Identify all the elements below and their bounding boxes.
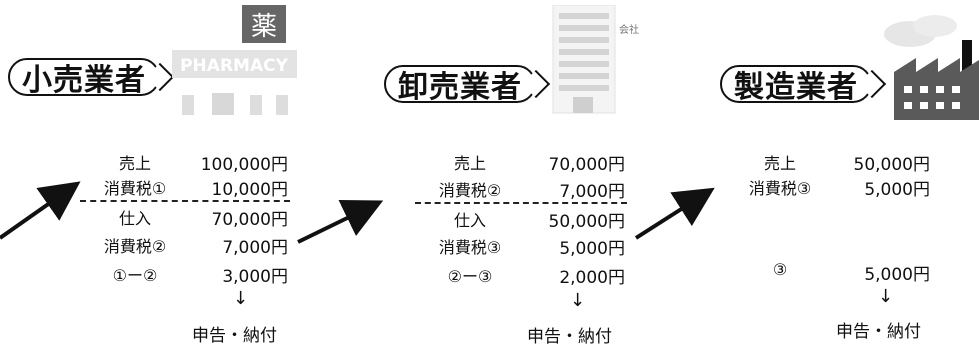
factory-illustration bbox=[880, 10, 979, 122]
wholesale-row-value-3: 5,000円 bbox=[559, 239, 625, 259]
wholesale-row-label-4: ②ー③ bbox=[447, 267, 493, 286]
wholesale-row-label-3: 消費税③ bbox=[438, 238, 502, 257]
mfr-down-arrow: ↓ bbox=[878, 286, 894, 307]
wholesale-divider bbox=[415, 202, 627, 204]
arrow-retailer-to-wholesaler bbox=[297, 200, 384, 244]
pharmacy-illustration: 薬 PHARMACY bbox=[172, 5, 297, 120]
retailer-title: 小売業者 bbox=[8, 58, 160, 98]
arrow-to-retailer bbox=[0, 181, 81, 240]
mfr-row-value-2: 5,000円 bbox=[864, 265, 930, 285]
retail-row-label-0: 売上 bbox=[118, 154, 151, 173]
mfr-row-value-0: 50,000円 bbox=[853, 155, 930, 175]
retail-divider bbox=[80, 200, 290, 202]
company-sign: 会社 bbox=[619, 23, 639, 36]
wholesale-row-value-0: 70,000円 bbox=[548, 155, 625, 175]
wholesale-row-value-4: 2,000円 bbox=[559, 268, 625, 288]
pharmacy-sign: 薬 bbox=[251, 12, 277, 42]
retail-row-value-4: 3,000円 bbox=[222, 267, 288, 287]
retail-row-label-3: 消費税② bbox=[103, 237, 167, 256]
retail-row-value-0: 100,000円 bbox=[200, 155, 288, 175]
retail-row-value-3: 7,000円 bbox=[222, 238, 288, 258]
retail-down-arrow: ↓ bbox=[233, 288, 249, 309]
wholesale-report-label: 申告・納付 bbox=[527, 327, 612, 347]
retail-row-label-2: 仕入 bbox=[118, 209, 151, 228]
manufacturer-title: 製造業者 bbox=[720, 65, 872, 105]
retail-row-label-4: ①ー② bbox=[112, 266, 158, 285]
wholesaler-title: 卸売業者 bbox=[384, 65, 536, 105]
arrow-wholesaler-to-manufacturer bbox=[634, 187, 715, 240]
wholesale-row-value-1: 7,000円 bbox=[559, 182, 625, 202]
wholesale-row-label-1: 消費税② bbox=[438, 181, 502, 200]
mfr-row-label-2: ③ bbox=[772, 260, 788, 279]
wholesale-row-value-2: 50,000円 bbox=[548, 212, 625, 232]
pharmacy-store-sign: PHARMACY bbox=[180, 56, 288, 76]
mfr-row-value-1: 5,000円 bbox=[864, 180, 930, 200]
wholesale-row-label-0: 売上 bbox=[453, 154, 486, 173]
mfr-row-label-1: 消費税③ bbox=[748, 179, 812, 198]
retail-report-label: 申告・納付 bbox=[192, 326, 277, 346]
mfr-report-label: 申告・納付 bbox=[836, 322, 921, 342]
mfr-row-label-0: 売上 bbox=[763, 154, 796, 173]
retail-row-value-1: 10,000円 bbox=[211, 180, 288, 200]
retail-row-label-1: 消費税① bbox=[103, 179, 167, 198]
wholesale-down-arrow: ↓ bbox=[570, 290, 586, 311]
retail-row-value-2: 70,000円 bbox=[211, 210, 288, 230]
office-building-illustration: 会社 bbox=[545, 4, 645, 115]
wholesale-row-label-2: 仕入 bbox=[453, 211, 486, 230]
